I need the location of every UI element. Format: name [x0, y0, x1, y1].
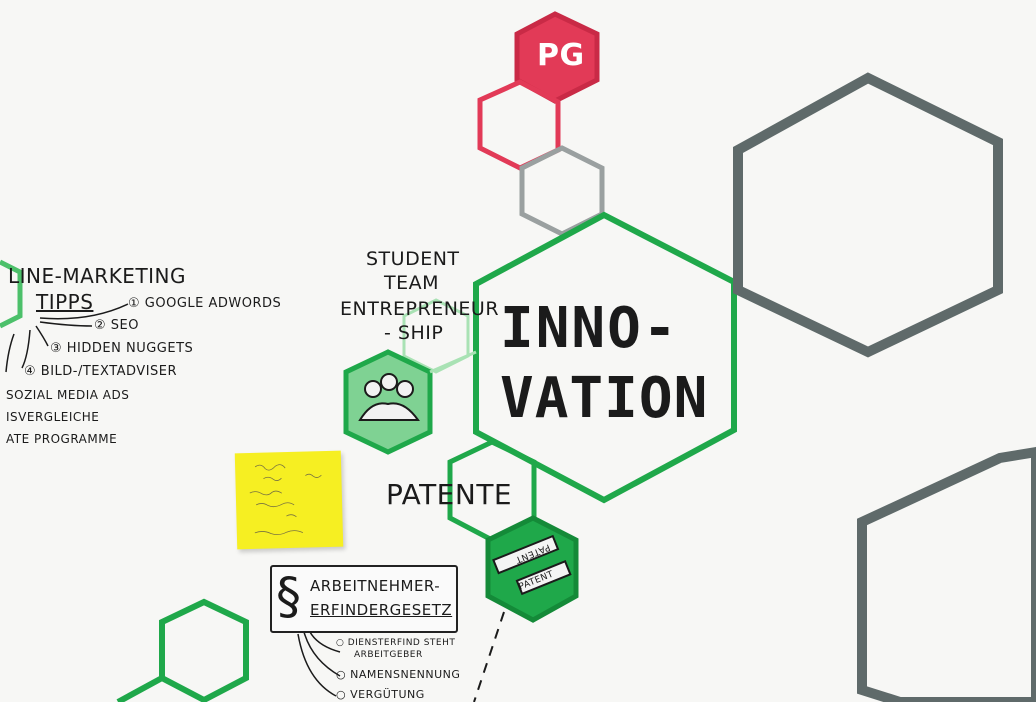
bottom-green-hexagon [159, 598, 249, 702]
patente-label: PATENTE [386, 478, 513, 511]
marketing-item-7: ATE PROGRAMME [6, 432, 118, 446]
marketing-item-2: ② SEO [94, 318, 139, 333]
marketing-item-3: ③ HIDDEN NUGGETS [50, 341, 194, 356]
law-box-title-2: ERFINDERGESETZ [310, 601, 453, 619]
student-team-label-3: ENTREPRENEUR [340, 298, 500, 320]
sticky-scribble [249, 464, 322, 535]
student-team-label-1: STUDENT [366, 248, 460, 270]
student-figures-icon [358, 373, 420, 421]
bottom-green-hexagon-partial [116, 675, 164, 702]
grey-bottom-right-hexagon [857, 446, 1036, 702]
law-item-2: ○ NAMENSNENNUNG [336, 668, 461, 681]
grey-small-hexagon [519, 145, 605, 237]
marketing-item-5: SOZIAL MEDIA ADS [6, 388, 130, 402]
marketing-item-4: ④ BILD-/TEXTADVISER [24, 364, 178, 379]
light-green-hexagon [402, 298, 470, 374]
student-team-label-2: TEAM [384, 272, 440, 294]
left-green-partial-hexagon [0, 259, 23, 329]
innovation-text-line2: VATION [500, 366, 709, 431]
large-grey-hexagon [733, 72, 1003, 358]
marketing-item-6: ISVERGLEICHE [6, 410, 100, 424]
marketing-branches [5, 303, 129, 373]
patent-stamp-icon [492, 534, 572, 596]
law-branches [297, 631, 341, 697]
sticky-note [234, 450, 344, 550]
law-item-3: ○ VERGÜTUNG [336, 688, 425, 701]
marketing-title-1: LINE-MARKETING [8, 264, 187, 288]
pg-label: PG [537, 38, 585, 73]
paragraph-symbol: § [276, 567, 302, 625]
student-team-hexagon [343, 349, 433, 455]
marketing-item-1: ① GOOGLE ADWORDS [128, 296, 282, 311]
student-team-label-4: - SHIP [384, 322, 444, 344]
law-box: § ARBEITNEHMER- ERFINDERGESETZ [270, 565, 458, 633]
marketing-title-2: TIPPS [36, 290, 94, 314]
law-box-title-1: ARBEITNEHMER- [310, 577, 441, 595]
law-item-1: ○ DIENSTERFIND STEHT [336, 638, 456, 648]
law-item-1b: ARBEITGEBER [354, 650, 423, 660]
dashed-connector [473, 611, 505, 702]
innovation-text-line1: INNO- [500, 296, 679, 361]
